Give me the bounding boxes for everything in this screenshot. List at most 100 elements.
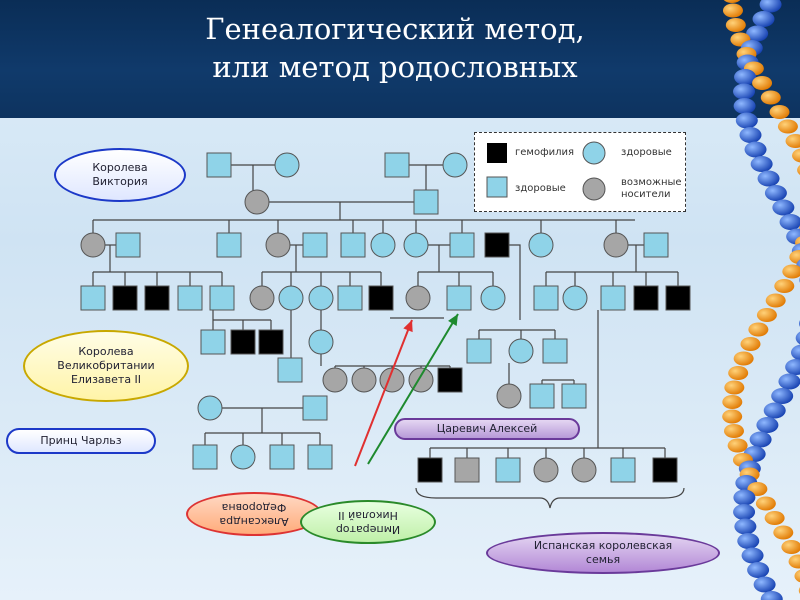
helix-bead [764, 511, 785, 525]
helix-bead [755, 496, 776, 511]
helix-bead [785, 359, 800, 375]
helix-bead [785, 134, 800, 148]
helix-bead [728, 366, 749, 380]
helix-bead [756, 308, 777, 322]
helix-bead [750, 156, 773, 172]
helix-bead [724, 380, 745, 395]
spanish-family-label: Испанская королевская семья [533, 539, 673, 566]
legend-symbols [486, 141, 606, 201]
pedigree-healthy-male-64 [610, 457, 636, 483]
pedigree-healthy-female-56 [230, 444, 256, 470]
pedigree-healthy-male-58 [307, 444, 333, 470]
pedigree-healthy-male-41 [466, 338, 492, 364]
helix-bead [734, 518, 757, 535]
helix-bead [778, 373, 800, 390]
helix-bead [727, 438, 748, 453]
pedigree-affected-male-38 [230, 329, 256, 355]
pedigree-healthy-female-1 [274, 152, 300, 178]
legend-healthy-female-label: здоровые [621, 147, 672, 158]
helix-bead [722, 3, 743, 18]
pedigree-healthy-male-54 [302, 395, 328, 421]
spanish-family-callout: Испанская королевская семья [486, 532, 720, 574]
pedigree-affected-male-49 [437, 367, 463, 393]
legend-carrier-symbol [582, 177, 606, 201]
pedigree-healthy-male-57 [269, 444, 295, 470]
helix-bead [774, 279, 795, 293]
legend-carrier-label: возможные носители [621, 177, 682, 200]
helix-bead [752, 11, 775, 27]
helix-bead [797, 165, 800, 175]
title-line-2: или метод родословных [212, 50, 578, 84]
pedigree-affected-male-59 [417, 457, 443, 483]
helix-bead [733, 98, 756, 114]
pedigree-healthy-female-25 [278, 285, 304, 311]
pedigree-affected-male-39 [258, 329, 284, 355]
pedigree-affected-male-35 [633, 285, 659, 311]
pedigree-healthy-male-22 [177, 285, 203, 311]
pedigree-carrier-female-17 [603, 232, 629, 258]
pedigree-healthy-female-42 [508, 338, 534, 364]
alexandra-label: Александра Федоровна [219, 501, 289, 528]
pedigree-healthy-female-12 [370, 232, 396, 258]
pedigree-healthy-male-27 [337, 285, 363, 311]
legend: гемофилия здоровые здоровые возможные но… [474, 132, 686, 212]
pedigree-carrier-female-24 [249, 285, 275, 311]
pedigree-affected-male-65 [652, 457, 678, 483]
pedigree-healthy-male-61 [495, 457, 521, 483]
legend-healthy-male-symbol [486, 176, 508, 198]
pedigree-healthy-female-16 [528, 232, 554, 258]
pedigree-carrier-female-6 [80, 232, 106, 258]
pedigree-healthy-female-31 [480, 285, 506, 311]
queen-victoria-callout: Королева Виктория [54, 148, 186, 202]
prince-charles-callout: Принц Чарльз [6, 428, 156, 454]
helix-bead [723, 0, 741, 3]
legend-hemophilia-label: гемофилия [515, 147, 575, 158]
helix-bead [744, 141, 767, 158]
pedigree-healthy-male-11 [340, 232, 366, 258]
pedigree-healthy-male-18 [643, 232, 669, 258]
pedigree-affected-male-21 [144, 285, 170, 311]
queen-victoria-label: Королева Виктория [92, 161, 148, 188]
pedigree-carrier-female-9 [265, 232, 291, 258]
dna-helix-decoration [722, 0, 800, 600]
helix-bead [737, 533, 760, 549]
helix-bead [747, 562, 770, 578]
pedigree-healthy-female-40 [308, 329, 334, 355]
alexandra-arrow [354, 319, 413, 467]
helix-bead [779, 214, 800, 230]
prince-charles-label: Принц Чарльз [40, 434, 122, 447]
spanish-family-brace [415, 487, 685, 509]
helix-bead [749, 431, 772, 448]
pedigree-healthy-male-19 [80, 285, 106, 311]
helix-bead [733, 351, 754, 366]
helix-bead [795, 331, 800, 345]
helix-bead [794, 569, 800, 583]
pedigree-healthy-male-5 [413, 189, 439, 215]
pedigree-healthy-male-55 [192, 444, 218, 470]
pedigree-connector-19 [509, 244, 521, 320]
helix-bead [734, 69, 757, 85]
pedigree-healthy-male-44 [277, 357, 303, 383]
pedigree-healthy-male-0 [206, 152, 232, 178]
helix-bead [756, 417, 779, 433]
helix-bead [769, 105, 790, 119]
helix-bead [760, 90, 781, 105]
pedigree-carrier-female-4 [244, 189, 270, 215]
helix-bead [735, 112, 758, 129]
helix-bead [760, 591, 783, 600]
nicholas-arrow [367, 313, 459, 465]
pedigree-healthy-male-34 [600, 285, 626, 311]
helix-bead [759, 0, 782, 13]
pedigree-affected-male-15 [484, 232, 510, 258]
helix-bead [771, 388, 794, 404]
pedigree-healthy-male-52 [561, 383, 587, 409]
pedigree-healthy-male-7 [115, 232, 141, 258]
pedigree-carrier-female-63 [571, 457, 597, 483]
helix-bead [733, 83, 756, 100]
pedigree-healthy-female-33 [562, 285, 588, 311]
helix-bead [741, 547, 764, 564]
alexandra-callout: Александра Федоровна [186, 492, 322, 536]
helix-bead [725, 18, 746, 32]
helix-bead [757, 170, 780, 187]
